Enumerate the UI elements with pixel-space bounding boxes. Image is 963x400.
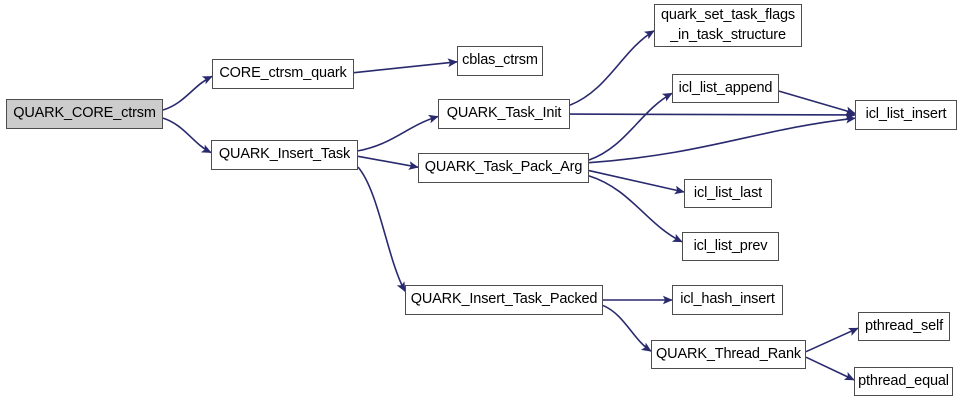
graph-node-quark_task_init[interactable]: QUARK_Task_Init	[438, 99, 570, 129]
graph-node-cblas_ctrsm[interactable]: cblas_ctrsm	[457, 46, 543, 76]
graph-node-label: icl_hash_insert	[680, 291, 775, 308]
graph-node-label: quark_set_task_flags _in_task_structure	[660, 7, 796, 43]
graph-node-label: QUARK_Insert_Task	[218, 146, 351, 163]
graph-node-label: QUARK_Task_Pack_Arg	[424, 159, 583, 176]
graph-edge-quark_thread_rank-to-pthread_self	[805, 327, 859, 353]
graph-node-label: pthread_self	[864, 317, 943, 334]
graph-node-label: icl_list_last	[693, 184, 763, 201]
graph-edge-quark_task_init-to-quark_set_task_flags	[569, 30, 655, 106]
graph-node-label: QUARK_Task_Init	[446, 105, 562, 122]
graph-node-icl_list_last[interactable]: icl_list_last	[684, 179, 772, 208]
graph-edge-core_ctrsm_quark-to-cblas_ctrsm	[353, 58, 458, 74]
graph-edge-quark_task_pack_arg-to-icl_list_insert	[588, 114, 856, 164]
graph-node-quark_thread_rank[interactable]: QUARK_Thread_Rank	[651, 340, 806, 369]
graph-node-label: icl_list_prev	[693, 237, 768, 254]
graph-node-label: cblas_ctrsm	[462, 52, 538, 69]
graph-edge-quark_core_ctrsm-to-core_ctrsm_quark	[162, 75, 213, 111]
graph-edge-quark_core_ctrsm-to-quark_insert_task	[162, 117, 212, 154]
graph-node-pthread_self[interactable]: pthread_self	[858, 312, 950, 341]
graph-node-icl_list_append[interactable]: icl_list_append	[672, 74, 779, 103]
graph-node-label: QUARK_CORE_ctrsm	[13, 105, 156, 122]
graph-node-core_ctrsm_quark[interactable]: CORE_ctrsm_quark	[212, 59, 354, 89]
graph-edge-quark_task_pack_arg-to-icl_list_last	[588, 169, 685, 195]
graph-node-icl_list_prev[interactable]: icl_list_prev	[682, 232, 779, 261]
graph-edge-quark_insert_task-to-quark_task_init	[357, 114, 439, 152]
graph-node-label: CORE_ctrsm_quark	[219, 65, 347, 82]
graph-node-quark_insert_task[interactable]: QUARK_Insert_Task	[211, 140, 358, 170]
graph-node-quark_set_task_flags[interactable]: quark_set_task_flags _in_task_structure	[654, 4, 802, 47]
graph-node-label: QUARK_Thread_Rank	[656, 345, 801, 362]
graph-node-icl_list_insert[interactable]: icl_list_insert	[855, 100, 957, 130]
graph-edge-quark_insert_task-to-quark_insert_task_packed	[357, 166, 406, 292]
graph-edge-quark_task_pack_arg-to-icl_list_prev	[588, 175, 683, 243]
graph-edge-quark_insert_task_packed-to-quark_thread_rank	[602, 304, 652, 352]
graph-edge-quark_insert_task-to-quark_task_pack_arg	[357, 155, 419, 170]
graph-node-label: icl_list_insert	[865, 106, 947, 123]
graph-edge-quark_task_init-to-icl_list_insert	[569, 110, 856, 120]
graph-node-quark_insert_task_packed[interactable]: QUARK_Insert_Task_Packed	[405, 285, 603, 315]
graph-node-quark_task_pack_arg[interactable]: QUARK_Task_Pack_Arg	[418, 153, 589, 183]
graph-edge-quark_task_pack_arg-to-icl_list_append	[588, 92, 673, 161]
graph-node-icl_hash_insert[interactable]: icl_hash_insert	[672, 285, 783, 315]
graph-node-pthread_equal[interactable]: pthread_equal	[854, 367, 953, 396]
graph-node-label: QUARK_Insert_Task_Packed	[410, 291, 598, 308]
graph-edge-icl_list_append-to-icl_list_insert	[778, 90, 856, 116]
graph-node-label: pthread_equal	[858, 372, 949, 389]
graph-node-label: icl_list_append	[678, 79, 773, 96]
graph-node-quark_core_ctrsm[interactable]: QUARK_CORE_ctrsm	[6, 99, 163, 129]
graph-edge-quark_thread_rank-to-pthread_equal	[805, 356, 855, 381]
